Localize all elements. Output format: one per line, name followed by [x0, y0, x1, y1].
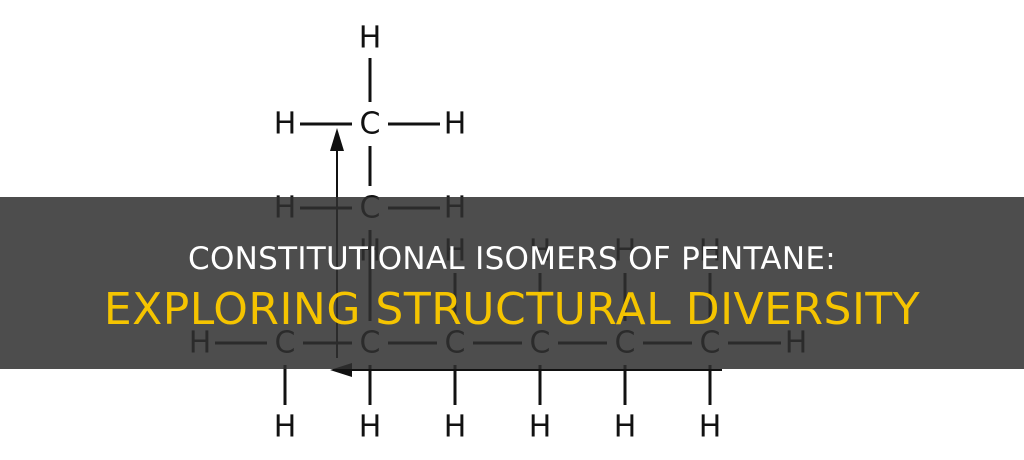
hydrogen-atom: H [699, 410, 722, 445]
hydrogen-atom: H [614, 410, 637, 445]
title-banner [0, 197, 1024, 369]
hydrogen-atom: H [359, 410, 382, 445]
hydrogen-atom: H [274, 107, 297, 142]
hydrogen-atom: H [444, 107, 467, 142]
hydrogen-atom: H [359, 21, 382, 56]
arrow-head [330, 128, 344, 151]
hydrogen-atom: H [529, 410, 552, 445]
hydrogen-atom: H [444, 410, 467, 445]
carbon-atom: C [360, 107, 381, 142]
headline-line-1: CONSTITUTIONAL ISOMERS OF PENTANE: [188, 241, 836, 277]
hydrogen-atom: H [274, 410, 297, 445]
headline-line-2: EXPLORING STRUCTURAL DIVERSITY [103, 284, 921, 335]
